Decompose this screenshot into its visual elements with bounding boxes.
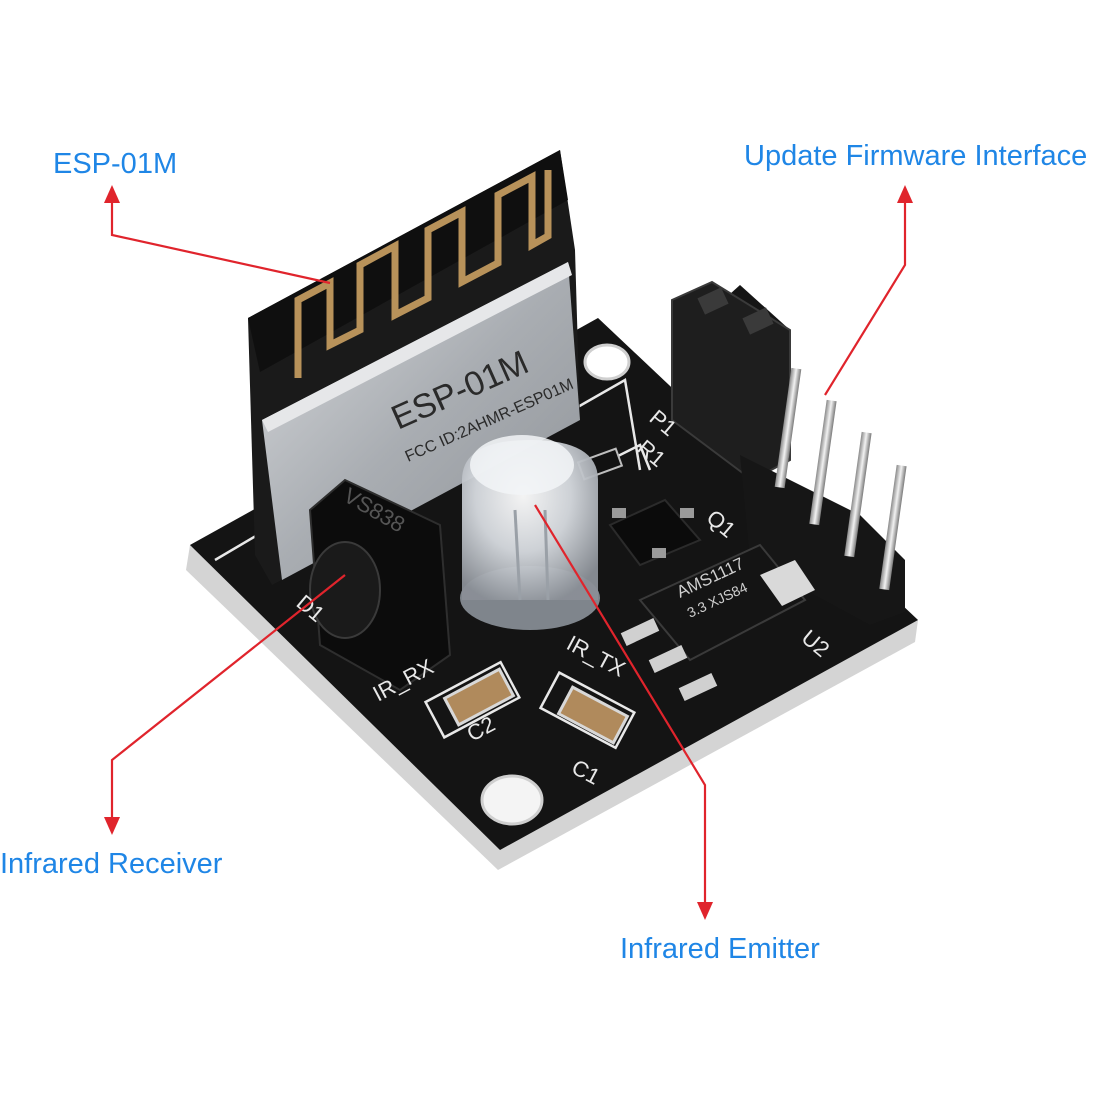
- arrow-up-icon: [104, 185, 120, 203]
- mount-hole: [583, 343, 631, 381]
- arrow-up-icon: [897, 185, 913, 203]
- antenna-trace: [294, 170, 552, 378]
- label-infrared-emitter: Infrared Emitter: [620, 933, 820, 965]
- leader-lines: [110, 200, 907, 905]
- ir-receiver: VS838 D1 IR_RX: [292, 478, 452, 706]
- leader-emitter: [534, 504, 707, 905]
- esp01m-module: ESP-01M FCC ID:2AHMR-ESP01M: [248, 150, 580, 585]
- arrow-down-icon: [697, 902, 713, 920]
- leader-esp01m: [110, 200, 331, 285]
- label-esp01m: ESP-01M: [53, 148, 178, 180]
- label-update-firmware-interface: Update Firmware Interface: [744, 140, 1088, 172]
- arrow-down-icon: [104, 817, 120, 835]
- label-infrared-receiver: Infrared Receiver: [0, 848, 223, 880]
- mount-hole: [480, 774, 544, 826]
- jumper-cap: [671, 280, 791, 482]
- leader-receiver: [110, 574, 346, 820]
- leader-firmware: [824, 200, 907, 396]
